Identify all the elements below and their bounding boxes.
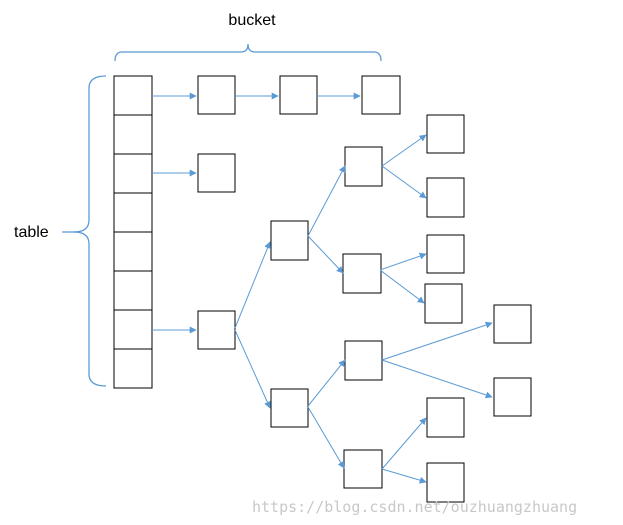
tree-node-root (197, 310, 236, 350)
tree-node (343, 449, 383, 489)
tree-leaf (426, 177, 465, 218)
tree-node (342, 253, 382, 294)
tree-node (270, 388, 309, 428)
table-slot (113, 75, 153, 116)
arrow (307, 406, 345, 469)
table-slot (113, 192, 153, 233)
table-slot (113, 231, 153, 272)
bucket-brace (114, 43, 382, 62)
arrow (379, 269, 425, 304)
table-brace (73, 75, 107, 387)
braces (62, 43, 382, 387)
arrow (381, 134, 427, 167)
arrow (307, 165, 346, 237)
tree-leaf (426, 114, 465, 154)
arrow (381, 417, 427, 470)
tree-leaf (426, 462, 465, 503)
table-array (113, 75, 153, 389)
arrow (307, 359, 346, 407)
arrow (234, 329, 271, 409)
arrow (307, 235, 344, 274)
table-slot (113, 153, 153, 194)
tree-leaf (493, 377, 532, 417)
watermark-text: https://blog.csdn.net/ouzhuangzhuang (252, 498, 577, 516)
tree-node (270, 220, 309, 261)
tree-node (344, 146, 383, 187)
tree-leaf (424, 283, 463, 324)
tree-leaf (426, 234, 465, 274)
arrow (381, 321, 493, 361)
table-slot (113, 348, 153, 389)
table-slot (113, 270, 153, 311)
tree-node (344, 340, 383, 381)
arrow (234, 241, 271, 329)
bucket-nodes (197, 75, 532, 503)
table-label: table (14, 224, 49, 241)
list-node (361, 75, 401, 115)
arrow (381, 359, 493, 399)
table-slot (113, 114, 153, 155)
table-slot (113, 309, 153, 350)
list-node (279, 75, 318, 115)
arrow (381, 165, 427, 199)
tree-leaf (493, 304, 532, 344)
arrow (379, 252, 427, 271)
tree-leaf (426, 397, 465, 438)
list-node (197, 75, 236, 115)
list-node (197, 153, 236, 193)
arrow (381, 468, 427, 484)
arrows (152, 92, 493, 484)
bucket-label: bucket (228, 12, 276, 29)
